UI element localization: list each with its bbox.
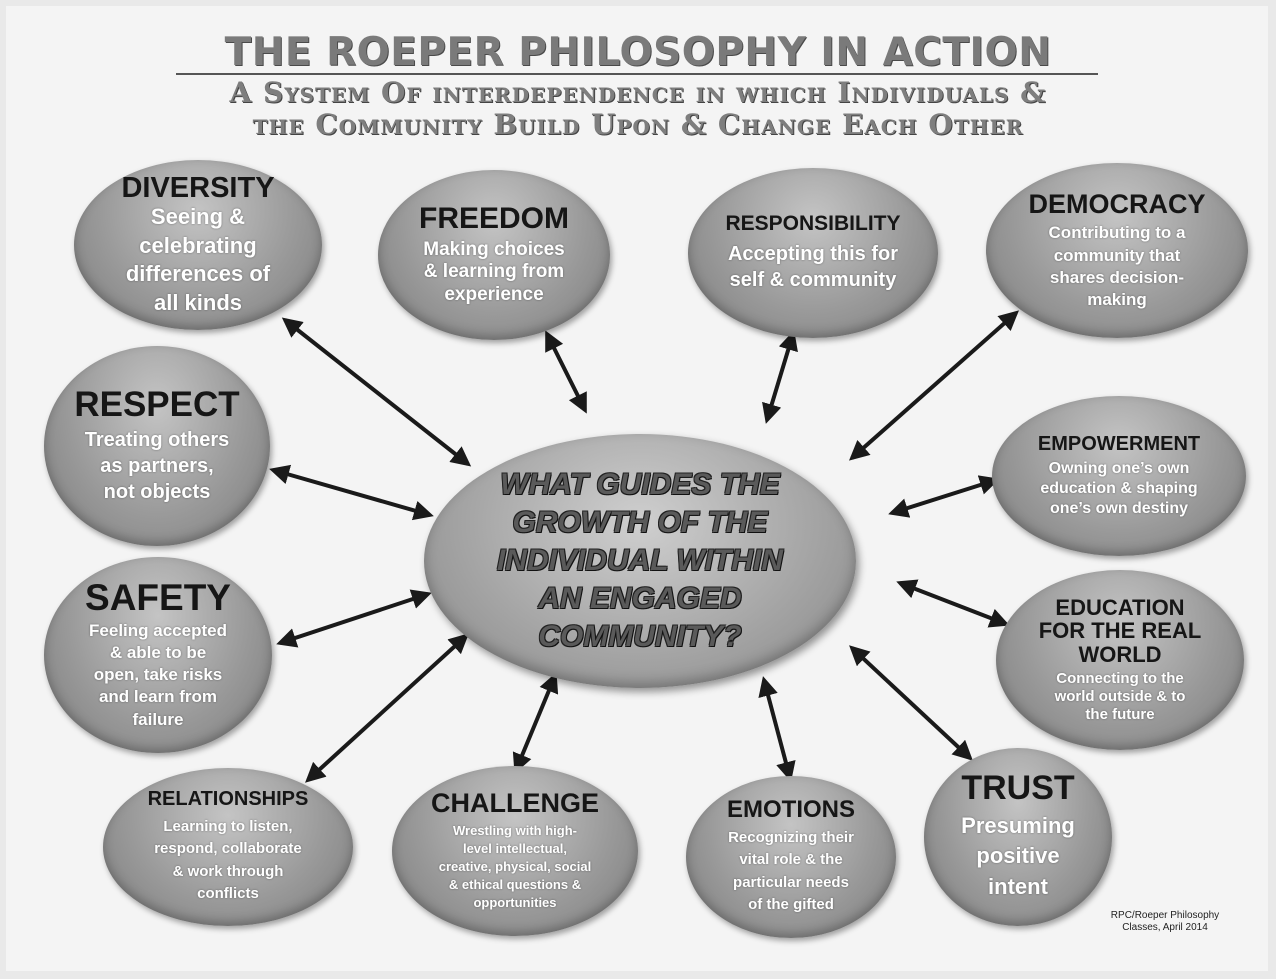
node-empowerment: EMPOWERMENT Owning one’s own education &…: [992, 396, 1246, 556]
node-emotions-desc: Recognizing their vital role & the parti…: [728, 828, 854, 914]
node-freedom: FREEDOM Making choices & learning from e…: [378, 170, 610, 340]
arrow-education: [896, 579, 1010, 628]
node-respect: RESPECT Treating others as partners, not…: [44, 346, 270, 546]
node-democracy: DEMOCRACY Contributing to a community th…: [986, 163, 1248, 338]
node-relationships-title: RELATIONSHIPS: [147, 787, 309, 810]
arrow-diversity: [281, 317, 472, 467]
node-democracy-desc: Contributing to a community that shares …: [1048, 223, 1186, 309]
arrow-safety: [276, 589, 432, 648]
arrow-responsibility: [762, 330, 798, 424]
node-freedom-title: FREEDOM: [419, 202, 569, 236]
poster-subtitle-line-1: A System Of interdependence in which Ind…: [229, 76, 1047, 109]
arrow-freedom: [545, 330, 587, 414]
title-underline: [176, 73, 1098, 75]
node-trust-title: TRUST: [961, 768, 1075, 807]
node-trust: TRUST Presuming positive intent: [924, 748, 1112, 926]
node-challenge-desc: Wrestling with high- level intellectual,…: [438, 822, 592, 911]
node-democracy-title: DEMOCRACY: [1028, 189, 1206, 220]
central-question-text: WHAT GUIDES THE GROWTH OF THE INDIVIDUAL…: [496, 467, 784, 654]
credit-note: RPC/Roeper Philosophy Classes, April 201…: [1110, 910, 1220, 933]
node-trust-desc: Presuming positive intent: [961, 812, 1075, 900]
node-responsibility: RESPONSIBILITY Accepting this for self &…: [688, 168, 938, 338]
node-education-title: EDUCATION FOR THE REAL WORLD: [1038, 595, 1202, 667]
arrow-democracy: [849, 310, 1019, 461]
node-challenge-title: CHALLENGE: [431, 788, 599, 819]
node-relationships: RELATIONSHIPS Learning to listen, respon…: [103, 768, 353, 926]
node-empowerment-desc: Owning one’s own education & shaping one…: [1040, 459, 1198, 517]
node-diversity-title: DIVERSITY: [121, 171, 275, 204]
node-diversity-desc: Seeing & celebrating differences of all …: [125, 204, 271, 315]
node-empowerment-title: EMPOWERMENT: [1037, 432, 1201, 455]
node-emotions: EMOTIONS Recognizing their vital role & …: [686, 776, 896, 938]
poster-title: THE ROEPER PHILOSOPHY IN ACTION: [224, 30, 1052, 75]
node-safety: SAFETY Feeling accepted & able to be ope…: [44, 557, 272, 753]
central-question: WHAT GUIDES THE GROWTH OF THE INDIVIDUAL…: [424, 434, 856, 688]
node-respect-title: RESPECT: [74, 384, 240, 424]
arrow-challenge: [512, 672, 559, 774]
node-challenge: CHALLENGE Wrestling with high- level int…: [392, 766, 638, 936]
arrow-relationships: [305, 633, 469, 783]
node-emotions-title: EMOTIONS: [726, 796, 855, 824]
arrow-emotions: [758, 676, 796, 782]
poster-subtitle-line-2: the Community Build Upon & Change Each O…: [252, 108, 1024, 141]
node-safety-title: SAFETY: [85, 577, 231, 619]
node-education: EDUCATION FOR THE REAL WORLD Connecting …: [996, 570, 1244, 750]
node-freedom-desc: Making choices & learning from experienc…: [423, 238, 565, 306]
arrow-empowerment: [888, 475, 1000, 518]
node-diversity: DIVERSITY Seeing & celebrating differenc…: [74, 160, 322, 330]
node-respect-desc: Treating others as partners, not objects: [84, 429, 230, 504]
node-responsibility-title: RESPONSIBILITY: [725, 211, 901, 235]
node-education-desc: Connecting to the world outside & to the…: [1054, 669, 1186, 723]
arrow-trust: [849, 645, 973, 761]
node-responsibility-desc: Accepting this for self & community: [727, 243, 898, 292]
node-safety-desc: Feeling accepted & able to be open, take…: [89, 621, 227, 729]
arrow-respect: [269, 464, 434, 521]
node-relationships-desc: Learning to listen, respond, collaborate…: [154, 817, 302, 903]
